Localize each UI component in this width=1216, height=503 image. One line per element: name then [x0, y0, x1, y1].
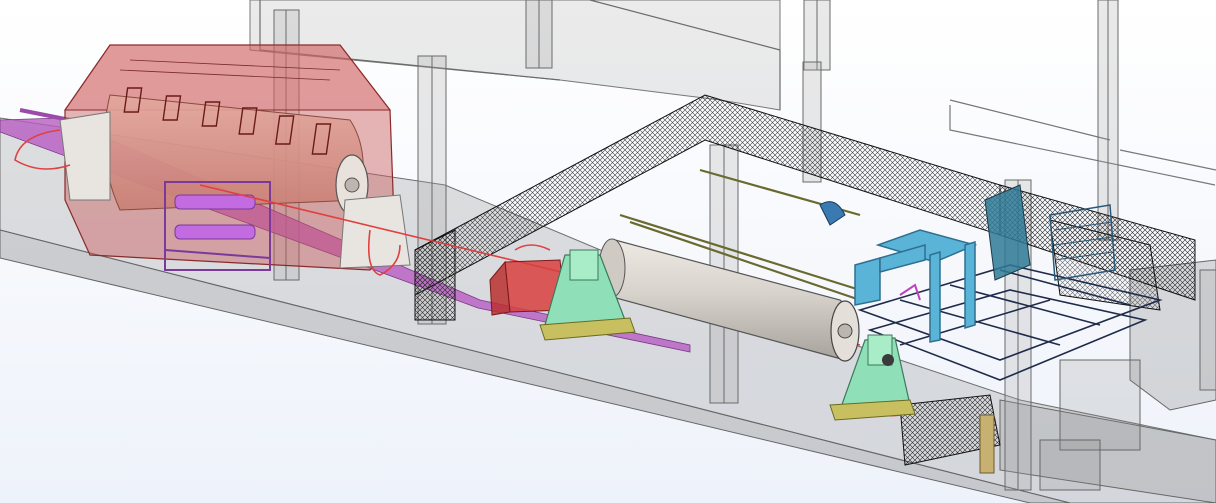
gantry-frame[interactable] — [854, 229, 978, 343]
hydraulic-cylinder-rack[interactable] — [164, 181, 271, 271]
cylinder-vessel[interactable] — [598, 238, 860, 362]
support-stand-left[interactable] — [539, 249, 636, 341]
oven-support-left — [59, 111, 111, 201]
drive-unit[interactable] — [489, 259, 566, 316]
oven-enclosure[interactable] — [59, 44, 411, 271]
lifting-rack[interactable] — [984, 184, 1116, 281]
oven-windows — [119, 59, 341, 155]
column-7 — [1097, 0, 1119, 241]
support-stand-right[interactable] — [829, 334, 916, 421]
transfer-hook — [819, 201, 846, 226]
column-3 — [525, 0, 553, 69]
floor-post — [979, 414, 995, 474]
oven-support-right — [339, 194, 411, 269]
column-5 — [803, 0, 831, 71]
safety-fence — [414, 94, 1196, 466]
steel-platform — [857, 264, 1163, 381]
column-9 — [1199, 269, 1216, 391]
